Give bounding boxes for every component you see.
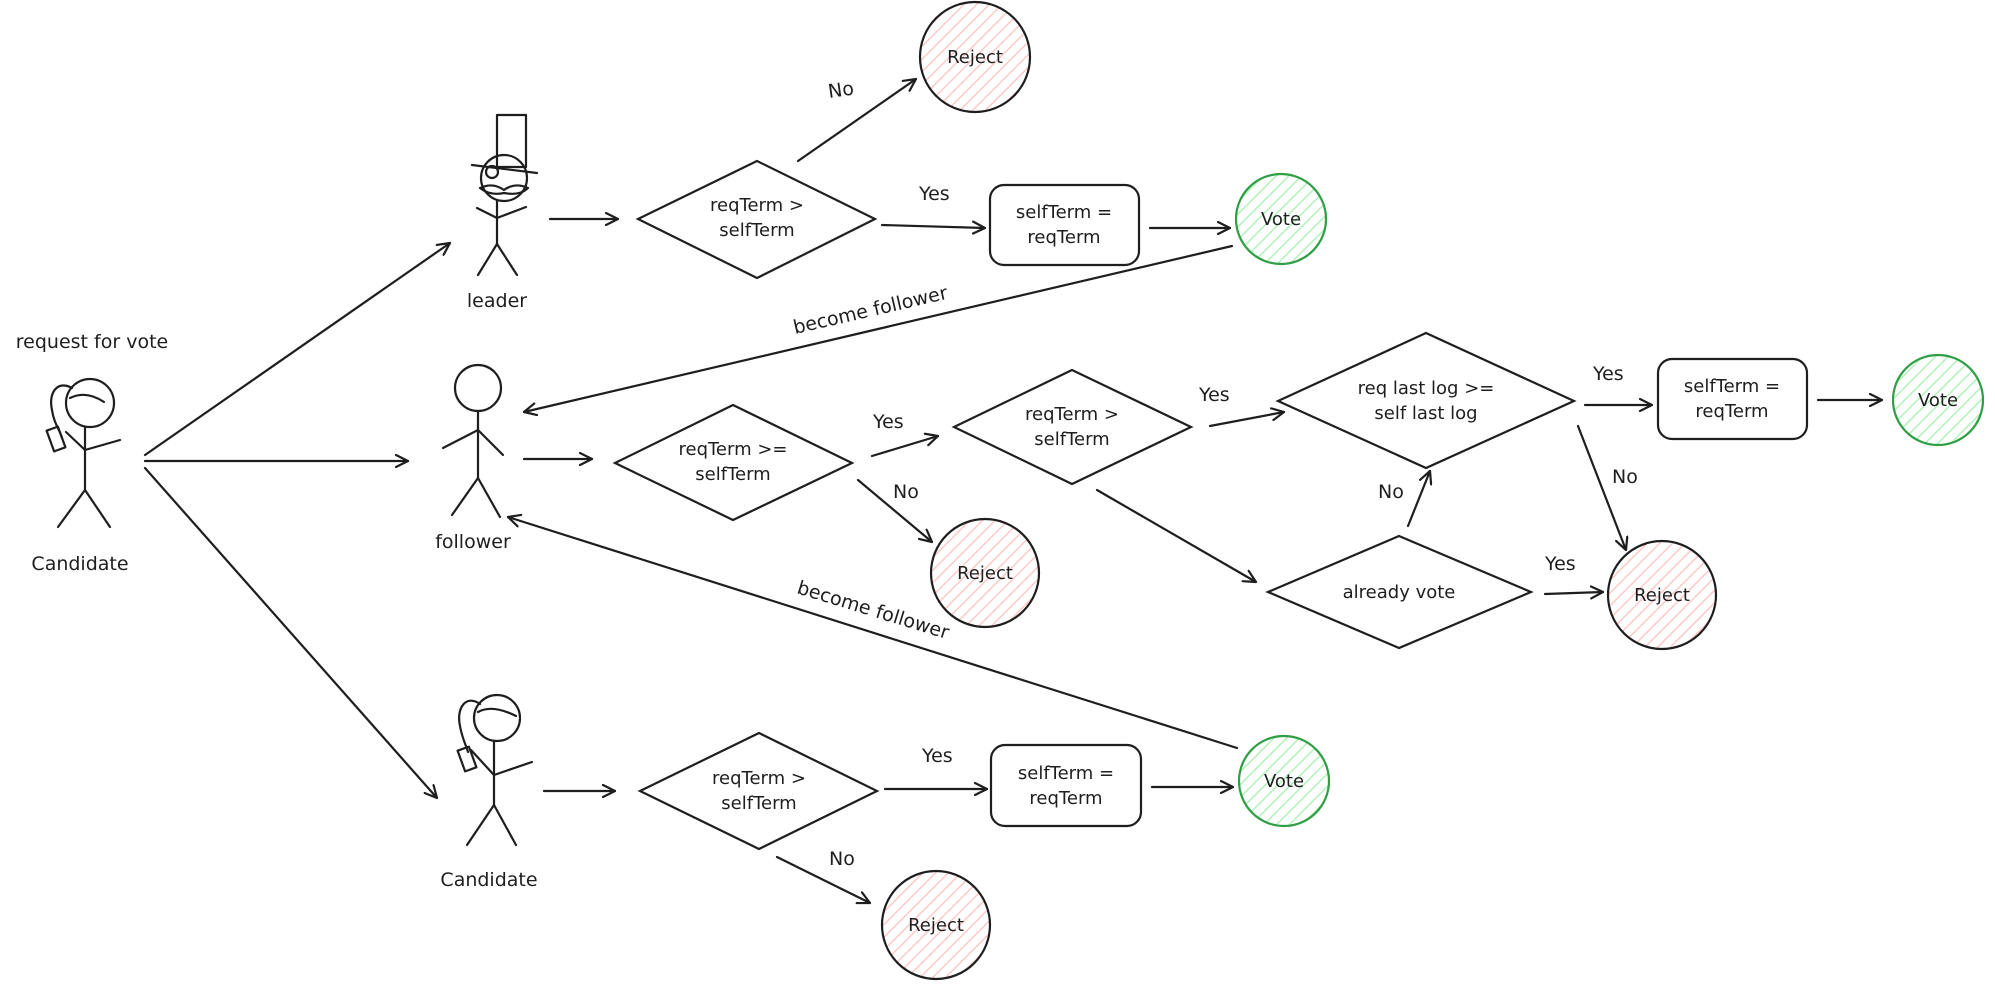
follower-no3-label: No bbox=[1612, 466, 1638, 488]
leader-action-box bbox=[988, 183, 1141, 267]
follower-no1-label: No bbox=[893, 481, 919, 503]
leader-label: leader bbox=[467, 290, 527, 312]
candidate-condition-diamond bbox=[637, 731, 880, 851]
candidate-vote-node bbox=[1237, 734, 1331, 828]
follower-condition2-line1: reqTerm > bbox=[1025, 404, 1119, 425]
edge-follower-no1 bbox=[856, 478, 934, 544]
leader-no-label: No bbox=[827, 78, 856, 103]
follower-condition3-line1: req last log >= bbox=[1358, 378, 1495, 399]
follower-condition2-diamond bbox=[951, 368, 1194, 486]
follower-yes1-label: Yes bbox=[872, 411, 904, 433]
leader-condition-line1: reqTerm > bbox=[710, 195, 804, 216]
edge-follower-to-already-vote bbox=[1095, 488, 1258, 584]
leader-condition-line2: selfTerm bbox=[719, 220, 794, 241]
edge-candidate-to-leader bbox=[143, 241, 452, 457]
edge-leader-become-follower bbox=[522, 244, 1234, 412]
follower-condition3-diamond bbox=[1275, 331, 1577, 470]
leader-action-line1: selfTerm = bbox=[1016, 202, 1112, 223]
leader-figure-icon bbox=[470, 113, 539, 277]
leader-vote-label: Vote bbox=[1261, 209, 1301, 230]
candidate-reject-node bbox=[880, 869, 992, 981]
follower-condition4-diamond bbox=[1265, 534, 1534, 650]
follower-action-box bbox=[1656, 357, 1809, 441]
follower-figure-icon bbox=[441, 363, 505, 519]
candidate-action-line2: reqTerm bbox=[1029, 788, 1102, 809]
follower-vote-node bbox=[1891, 353, 1985, 447]
follower-yes2-label: Yes bbox=[1198, 384, 1230, 406]
follower-condition3-line2: self last log bbox=[1374, 403, 1477, 424]
candidate-no-label: No bbox=[829, 848, 855, 870]
follower-condition1-line2: selfTerm bbox=[695, 464, 770, 485]
candidate-condition-line2: selfTerm bbox=[721, 793, 796, 814]
edge-follower-yes4 bbox=[1543, 592, 1605, 594]
request-for-vote-label: request for vote bbox=[16, 331, 168, 353]
candidate-action-line1: selfTerm = bbox=[1018, 763, 1114, 784]
edge-leader-no bbox=[796, 77, 918, 163]
follower-condition4-label: already vote bbox=[1343, 582, 1456, 603]
follower-yes4-label: Yes bbox=[1544, 553, 1576, 575]
follower-reject2-label: Reject bbox=[1634, 585, 1690, 606]
candidate-condition-line1: reqTerm > bbox=[712, 768, 806, 789]
leader-action-line2: reqTerm bbox=[1027, 227, 1100, 248]
follower-vote-label: Vote bbox=[1918, 390, 1958, 411]
follower-action-line2: reqTerm bbox=[1695, 401, 1768, 422]
candidate-main-figure-icon bbox=[45, 377, 122, 529]
edge-follower-no3 bbox=[1576, 424, 1626, 552]
follower-condition1-line1: reqTerm >= bbox=[678, 439, 787, 460]
candidate-yes-label: Yes bbox=[921, 745, 953, 767]
leader-reject-node bbox=[918, 0, 1032, 114]
edge-candidate-to-candidate bbox=[143, 466, 439, 800]
leader-yes-label: Yes bbox=[918, 183, 950, 205]
follower-no4-label: No bbox=[1378, 481, 1404, 503]
candidate-main-label: Candidate bbox=[31, 553, 128, 575]
follower-label: follower bbox=[435, 531, 511, 553]
edge-follower-yes2 bbox=[1208, 412, 1286, 428]
edge-leader-yes bbox=[880, 225, 987, 228]
edge-candidate-no bbox=[775, 855, 872, 903]
follower-condition2-line2: selfTerm bbox=[1034, 429, 1109, 450]
candidate-action-box bbox=[989, 743, 1143, 828]
candidate-vote-label: Vote bbox=[1264, 771, 1304, 792]
edge-follower-yes1 bbox=[870, 436, 940, 458]
candidate-peer-label: Candidate bbox=[440, 869, 537, 891]
follower-reject1-label: Reject bbox=[957, 563, 1013, 584]
leader-condition-diamond bbox=[635, 159, 878, 280]
follower-yes3-label: Yes bbox=[1592, 363, 1624, 385]
follower-condition1-diamond bbox=[612, 403, 855, 522]
candidate-peer-figure-icon bbox=[456, 693, 534, 847]
edge-candidate-become-follower bbox=[508, 517, 1239, 750]
candidate-reject-label: Reject bbox=[908, 915, 964, 936]
follower-action-line1: selfTerm = bbox=[1684, 376, 1780, 397]
follower-reject2-node bbox=[1606, 539, 1718, 651]
leader-reject-label: Reject bbox=[947, 47, 1003, 68]
edge-follower-no4 bbox=[1406, 469, 1430, 528]
leader-vote-node bbox=[1234, 172, 1328, 266]
follower-reject1-node bbox=[929, 517, 1041, 629]
